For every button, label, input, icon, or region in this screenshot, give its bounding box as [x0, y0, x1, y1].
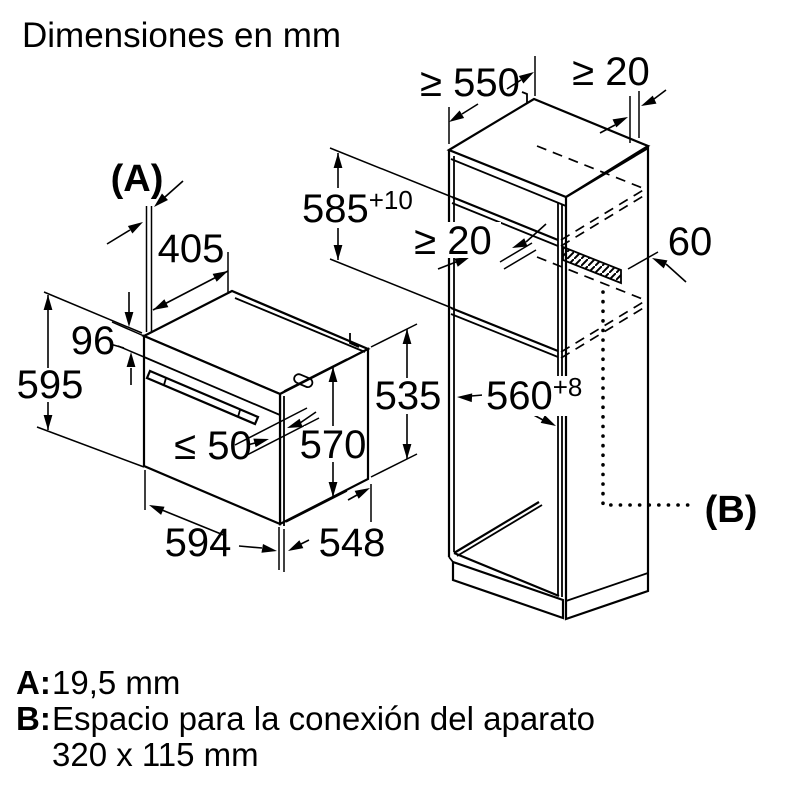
- dim-panel-height: 96: [71, 319, 116, 363]
- dim-width-lines: [144, 470, 285, 572]
- oven-handle: [145, 369, 260, 426]
- oven-top-notch: [349, 333, 360, 348]
- dim-front-height-lines: [36, 291, 145, 468]
- legend: A: 19,5 mm B: Espacio para la conexión d…: [16, 664, 595, 773]
- dimension-annotations: [36, 56, 692, 572]
- dim-min-depth: ≥ 550: [420, 61, 520, 105]
- cabinet-top-notch: [521, 91, 528, 103]
- legend-a-value: 19,5 mm: [52, 664, 180, 701]
- cabinet-top-face: [446, 97, 651, 199]
- dim-handle-depth-lines: [234, 407, 320, 456]
- dim-body-height: 535: [375, 374, 442, 418]
- dim-door-gap-lines: [106, 180, 184, 332]
- dim-width: 594: [165, 521, 232, 565]
- dim-depth-lines: [286, 484, 372, 555]
- dim-door-height: 570: [300, 423, 367, 467]
- dim-handle-depth: ≤ 50: [174, 424, 252, 468]
- page-title: Dimensiones en mm: [22, 16, 341, 55]
- cabinet-niche-floor: [450, 306, 559, 358]
- dim-front-height: 595: [17, 363, 84, 407]
- legend-b-size: 320 x 115 mm: [52, 736, 259, 773]
- legend-b-value: Espacio para la conexión del aparato: [52, 700, 595, 737]
- dim-vent-depth: 60: [668, 220, 713, 264]
- cabinet-drawing: [446, 91, 651, 621]
- cabinet-hidden-edges: [536, 145, 646, 359]
- cabinet-bottom-floor: [453, 501, 560, 598]
- dim-min-depth-lines: [446, 56, 537, 144]
- dim-top-depth: 405: [158, 227, 225, 271]
- dim-wall-gap-lines: [599, 89, 667, 143]
- dim-panel-height-lines: [109, 292, 145, 385]
- dim-wall-gap: ≥ 20: [572, 50, 650, 94]
- cabinet-niche-ceiling: [451, 195, 559, 247]
- cabinet-plinth: [448, 556, 565, 620]
- dim-depth: 548: [319, 521, 386, 565]
- legend-a-key: A:: [16, 664, 51, 701]
- dim-shelf-gap: ≥ 20: [414, 219, 492, 263]
- legend-b-key: B:: [16, 700, 51, 737]
- dim-label-connection: (B): [705, 489, 758, 531]
- vent-hatch: [562, 245, 622, 285]
- dim-vent-depth-lines: [627, 251, 687, 283]
- dim-shelf-gap-lines: [437, 223, 547, 270]
- dim-niche-height: 585+10: [302, 185, 413, 231]
- oven-control-panel-line: [143, 356, 281, 416]
- dim-niche-width: 560+8: [486, 372, 582, 418]
- label-masks: [23, 188, 580, 559]
- dim-label-door-gap: (A): [111, 158, 164, 200]
- connection-dotted-line: [601, 290, 692, 507]
- dim-top-depth-lines: [151, 252, 230, 314]
- oven-grip-hole: [293, 373, 314, 389]
